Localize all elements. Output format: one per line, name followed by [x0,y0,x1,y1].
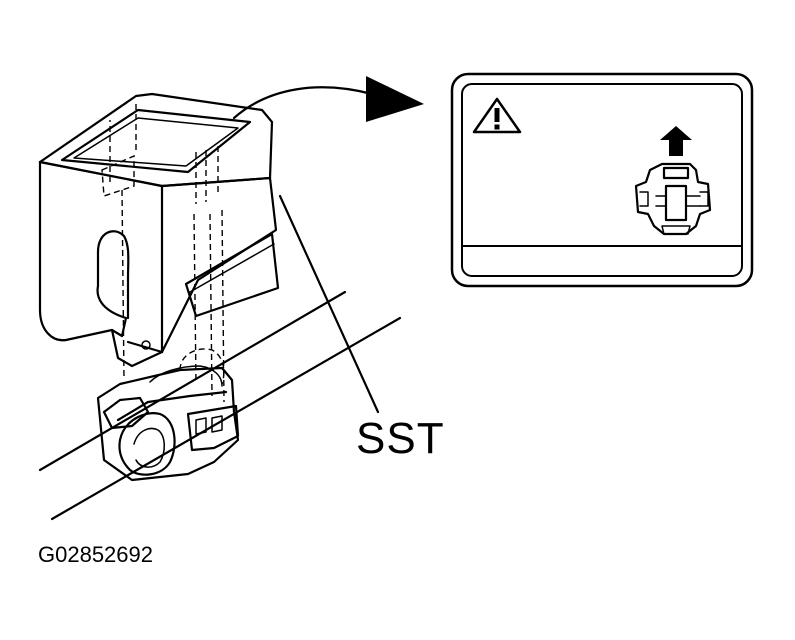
up-arrow-icon [660,126,692,156]
sst-label: SST [356,414,445,463]
warning-triangle-icon [472,97,522,134]
connector-symbol-icon [634,162,712,236]
sst-leader-line [278,194,380,414]
figure-code: G02852692 [38,542,153,567]
sst-tool [38,92,280,403]
pointer-arrow [232,76,424,122]
wire-harness [38,290,402,521]
connector [96,365,240,482]
